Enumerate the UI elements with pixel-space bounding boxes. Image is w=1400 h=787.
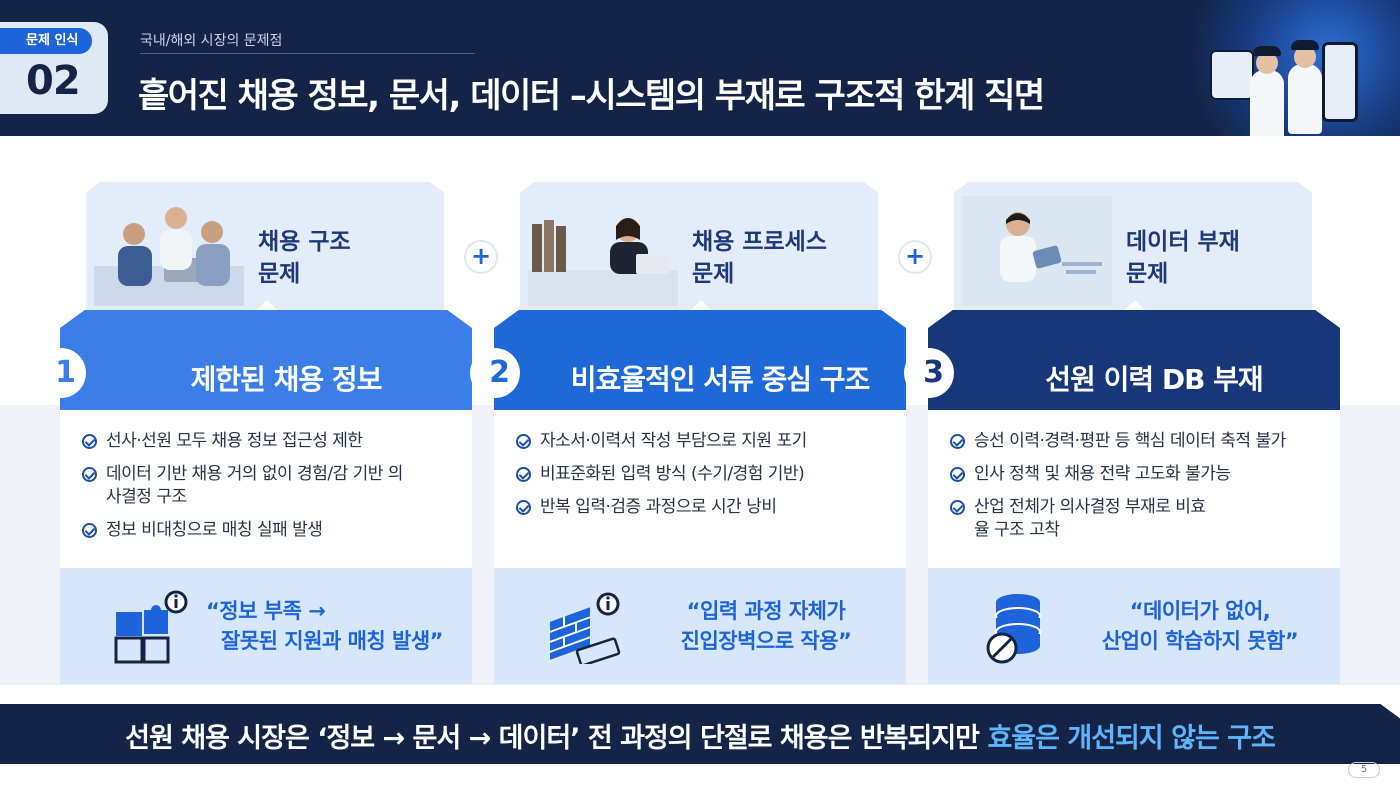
quote-line2: 진입장벽으로 작용” [680, 629, 852, 653]
quote-text: “데이터가 없어, 산업이 학습하지 못함” [1070, 596, 1330, 656]
bullet-panel: 선사·선원 모두 채용 정보 접근성 제한 데이터 기반 채용 거의 없이 경험… [60, 410, 472, 568]
quote-text: “입력 과정 자체가 진입장벽으로 작용” [636, 596, 896, 656]
check-circle-icon [516, 434, 531, 449]
quote-line1: “정보 부족 → [206, 599, 326, 623]
problem-number: 1 [36, 348, 86, 398]
bullet-item: 선사·선원 모두 채용 정보 접근성 제한 [82, 430, 462, 453]
bullet-text: 자소서·이력서 작성 부담으로 지원 포기 [540, 431, 807, 451]
category-title-line2: 문제 [692, 261, 735, 287]
bullet-item: 산업 전체가 의사결정 부재로 비효율 구조 고착 [950, 496, 1330, 542]
bullet-text: 데이터 기반 채용 거의 없이 경험/감 기반 의사결정 구조 [106, 464, 403, 507]
check-circle-icon [82, 523, 97, 538]
category-title: 채용 프로세스 문제 [692, 226, 827, 290]
bullet-item: 승선 이력·경력·평판 등 핵심 데이터 축적 불가 [950, 430, 1330, 453]
bullet-text: 인사 정책 및 채용 전략 고도화 불가능 [974, 464, 1231, 484]
sailors-app-illustration [1210, 30, 1360, 136]
header-subtitle: 국내/해외 시장의 문제점 [140, 33, 283, 49]
stressed-worker-photo [528, 218, 678, 306]
summary-bar [0, 704, 1400, 764]
photo-panel: 채용 구조 문제 [86, 182, 444, 310]
quote-panel: “데이터가 없어, 산업이 학습하지 못함” [928, 568, 1340, 684]
sailor-figure [1288, 64, 1322, 134]
category-title: 데이터 부재 문제 [1126, 226, 1240, 290]
category-title-line2: 문제 [1126, 261, 1169, 287]
heading-banner [494, 310, 906, 410]
problem-number: 3 [904, 348, 954, 398]
quote-line1: “입력 과정 자체가 [686, 599, 846, 623]
office-meeting-photo [94, 207, 244, 306]
section-number: 02 [26, 58, 81, 104]
check-circle-icon [950, 500, 965, 515]
category-title-line1: 데이터 부재 [1126, 229, 1240, 255]
sailor-figure [1250, 70, 1284, 136]
database-block-icon [986, 594, 1041, 664]
category-title-line1: 채용 프로세스 [692, 229, 827, 255]
check-circle-icon [82, 434, 97, 449]
quote-line2: 산업이 학습하지 못함” [1101, 629, 1299, 653]
bullet-list: 승선 이력·경력·평판 등 핵심 데이터 축적 불가 인사 정책 및 채용 전략… [950, 430, 1330, 552]
sailor-cap-icon [1253, 46, 1281, 56]
category-title-line2: 문제 [258, 261, 301, 287]
bullet-text: 비표준화된 입력 방식 (수기/경험 기반) [540, 464, 805, 484]
problem-number: 2 [470, 348, 520, 398]
sailor-head [1256, 52, 1278, 74]
pointer-triangle [689, 300, 713, 312]
quote-line2: 잘못된 지원과 매칭 발생” [221, 629, 443, 653]
section-badge-label: 문제 인식 [0, 28, 92, 54]
quote-panel: “정보 부족 → 잘못된 지원과 매칭 발생” [60, 568, 472, 684]
category-title-line1: 채용 구조 [258, 229, 351, 255]
photo-panel: 채용 프로세스 문제 [520, 182, 878, 310]
summary-main: 선원 채용 시장은 ‘정보 → 문서 → 데이터’ 전 과정의 단절로 채용은 … [125, 723, 988, 754]
plus-connector-icon: + [464, 240, 498, 274]
summary-text: 선원 채용 시장은 ‘정보 → 문서 → 데이터’ 전 과정의 단절로 채용은 … [0, 716, 1400, 755]
quote-text: “정보 부족 → 잘못된 지원과 매칭 발생” [202, 596, 462, 656]
heading-banner [928, 310, 1340, 410]
bullet-list: 자소서·이력서 작성 부담으로 지원 포기 비표준화된 입력 방식 (수기/경험… [516, 430, 896, 529]
check-circle-icon [82, 467, 97, 482]
bullet-item: 반복 입력·검증 과정으로 시간 낭비 [516, 496, 896, 519]
bullet-panel: 승선 이력·경력·평판 등 핵심 데이터 축적 불가 인사 정책 및 채용 전략… [928, 410, 1340, 568]
check-circle-icon [950, 467, 965, 482]
page-title: 흩어진 채용 정보, 문서, 데이터 –시스템의 부재로 구조적 한계 직면 [138, 76, 1045, 116]
bullet-text: 선사·선원 모두 채용 정보 접근성 제한 [106, 431, 363, 451]
bullet-item: 인사 정책 및 채용 전략 고도화 불가능 [950, 463, 1330, 486]
bullet-list: 선사·선원 모두 채용 정보 접근성 제한 데이터 기반 채용 거의 없이 경험… [82, 430, 462, 552]
firewall-keyboard-icon [550, 592, 621, 664]
bullet-item: 데이터 기반 채용 거의 없이 경험/감 기반 의사결정 구조 [82, 463, 462, 509]
header-divider [140, 53, 475, 54]
problem-heading: 비효율적인 서류 중심 구조 [570, 363, 871, 396]
bullet-item: 자소서·이력서 작성 부담으로 지원 포기 [516, 430, 896, 453]
photo-panel: 데이터 부재 문제 [954, 182, 1312, 310]
category-title: 채용 구조 문제 [258, 226, 351, 290]
data-analyst-photo [962, 196, 1112, 306]
check-circle-icon [516, 500, 531, 515]
bullet-item: 정보 비대칭으로 매칭 실패 발생 [82, 519, 462, 542]
heading-banner [60, 310, 472, 410]
smartphone-image [1322, 42, 1358, 122]
bullet-item: 비표준화된 입력 방식 (수기/경험 기반) [516, 463, 896, 486]
quote-panel: “입력 과정 자체가 진입장벽으로 작용” [494, 568, 906, 684]
quote-line1: “데이터가 없어, [1129, 599, 1271, 623]
summary-highlight: 효율은 개선되지 않는 구조 [987, 723, 1275, 754]
bullet-text: 반복 입력·검증 과정으로 시간 낭비 [540, 497, 777, 517]
problem-heading: 선원 이력 DB 부재 [1045, 363, 1263, 396]
sailor-cap-icon [1291, 40, 1319, 50]
app-card-image [1210, 50, 1254, 100]
plus-connector-icon: + [898, 240, 932, 274]
sailor-head [1294, 46, 1316, 68]
bullet-text: 정보 비대칭으로 매칭 실패 발생 [106, 520, 323, 540]
pointer-triangle [1123, 300, 1147, 312]
check-circle-icon [950, 434, 965, 449]
pointer-triangle [255, 300, 279, 312]
bullet-panel: 자소서·이력서 작성 부담으로 지원 포기 비표준화된 입력 방식 (수기/경험… [494, 410, 906, 568]
page-number: 5 [1348, 762, 1380, 778]
check-circle-icon [516, 467, 531, 482]
bullet-text: 산업 전체가 의사결정 부재로 비효율 구조 고착 [974, 497, 1206, 540]
problem-heading: 제한된 채용 정보 [190, 363, 383, 396]
header-bar: 문제 인식 02 국내/해외 시장의 문제점 흩어진 채용 정보, 문서, 데이… [0, 0, 1400, 136]
bullet-text: 승선 이력·경력·평판 등 핵심 데이터 축적 불가 [974, 431, 1286, 451]
puzzle-icon [114, 590, 188, 664]
